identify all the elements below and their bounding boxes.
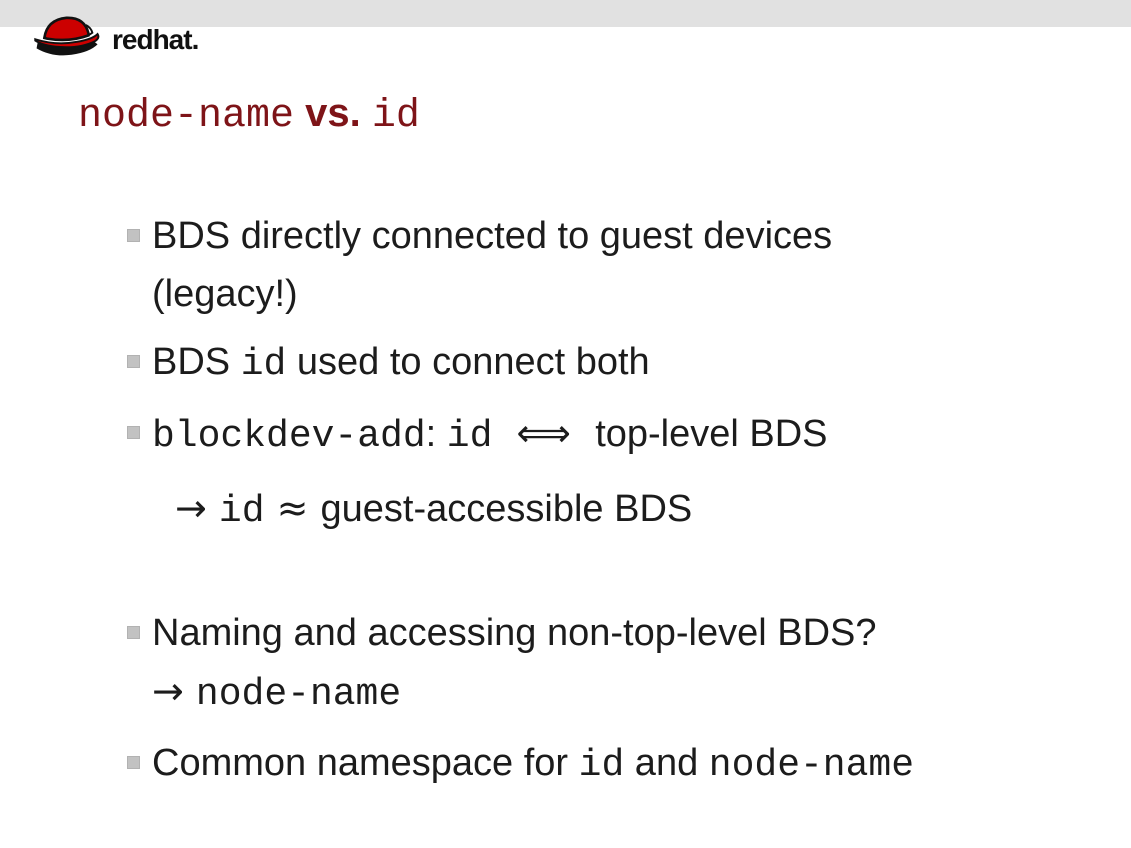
item-line: → id ≈ guest-accessible BDS (127, 482, 1047, 538)
symbol-text: → (152, 669, 196, 713)
bullet-item: blockdev-add: id ⟺ top-level BDS (127, 407, 1047, 463)
code-text: node-name (708, 744, 915, 787)
code-text: blockdev-add (152, 415, 426, 458)
body-text: and (624, 742, 709, 784)
body-text: used to connect both (286, 341, 650, 383)
bullet-square-icon (127, 756, 140, 769)
redhat-wordmark: redhat. (112, 24, 200, 55)
symbol-text: ⟺ (492, 411, 596, 455)
wordmark-hat: hat (152, 24, 193, 55)
bullet-item: BDS directly connected to guest devices (127, 210, 1047, 262)
wordmark-dot: . (191, 24, 200, 55)
wordmark-red: red (112, 24, 154, 55)
bullet-square-icon (127, 355, 140, 368)
symbol-text: ≈ (264, 486, 321, 530)
code-text: id (446, 415, 493, 458)
bullet-square-icon (127, 229, 140, 242)
title-code-right: id (371, 94, 420, 139)
body-text: BDS directly connected to guest devices (152, 215, 833, 257)
body-text: Common namespace for (152, 742, 579, 784)
bullet-square-icon (127, 626, 140, 639)
symbol-text: → (175, 486, 219, 530)
header-band (0, 0, 1131, 27)
code-text: id (218, 490, 265, 533)
body-text: Naming and accessing non-top-level BDS? (152, 612, 877, 654)
slide-title: node-name vs. id (78, 88, 420, 142)
bullet-item: BDS id used to connect both (127, 336, 1047, 391)
bullet-item: Common namespace for id and node-name (127, 737, 1047, 792)
code-text: node-name (195, 673, 402, 716)
title-code-left: node-name (78, 94, 295, 139)
body-text: top-level BDS (595, 413, 828, 455)
body-text: BDS (152, 341, 241, 383)
item-line: → node-name (127, 665, 1047, 721)
code-text: id (240, 343, 287, 386)
bullet-square-icon (127, 426, 140, 439)
body-text: guest-accessible BDS (320, 488, 693, 530)
body-text: : (425, 413, 447, 455)
title-vs: vs. (294, 91, 372, 135)
code-text: id (578, 744, 625, 787)
bullet-list: BDS directly connected to guest devices (… (127, 210, 1047, 792)
redhat-logo: redhat. (30, 12, 200, 60)
item-line: (legacy!) (127, 268, 1047, 320)
body-text: (legacy!) (152, 273, 298, 315)
bullet-item: Naming and accessing non-top-level BDS? (127, 607, 1047, 659)
redhat-fedora-icon (30, 12, 108, 60)
